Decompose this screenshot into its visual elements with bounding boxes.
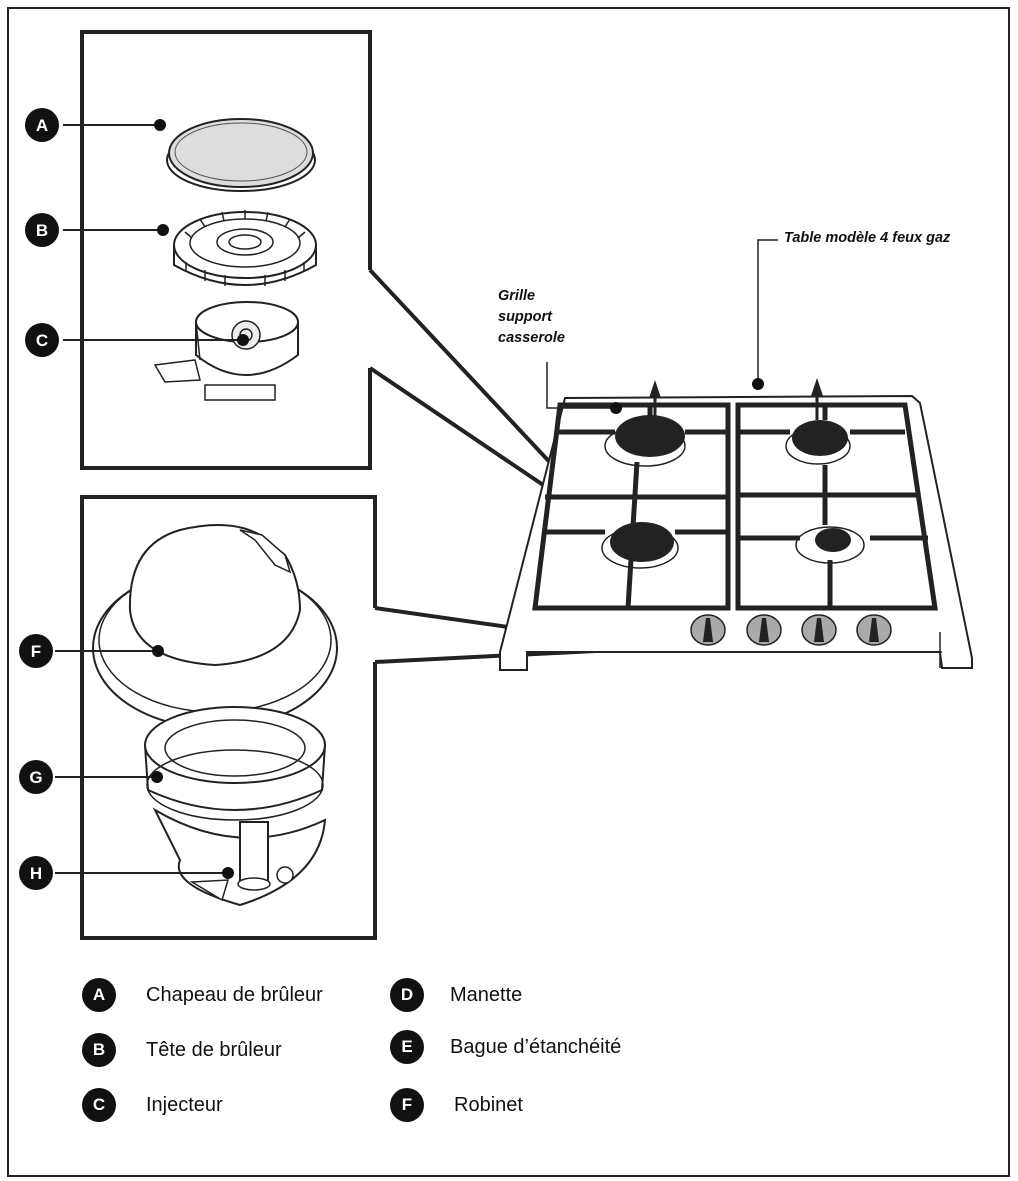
burner-detail-box xyxy=(80,30,604,522)
grille-label: Grille support casserole xyxy=(498,286,565,349)
burner-front-left xyxy=(604,415,686,467)
legend-badge-e: E xyxy=(390,1030,424,1064)
burner-back-right xyxy=(785,420,851,465)
burner-small xyxy=(795,526,865,564)
badge-f-letter: F xyxy=(31,642,41,661)
grille-label-line-3: casserole xyxy=(498,330,565,346)
burner-cap-illustration xyxy=(166,118,316,192)
badge-b-letter: B xyxy=(36,221,48,240)
badge-c-group: C xyxy=(25,323,249,357)
badge-c-letter: C xyxy=(36,331,48,350)
legend-item-b: B Tête de brûleur xyxy=(82,1033,282,1067)
legend-label-c: Injecteur xyxy=(146,1093,223,1116)
badge-f-group: F xyxy=(19,634,164,668)
burner-head-illustration xyxy=(173,210,317,286)
legend-item-a: A Chapeau de brûleur xyxy=(82,978,323,1012)
badge-a-group: A xyxy=(25,108,166,142)
badge-h-letter: H xyxy=(30,864,42,883)
badge-a xyxy=(25,108,59,142)
legend-item-d: D Manette xyxy=(390,978,522,1012)
legend-item-e: E Bague d’étanchéité xyxy=(390,1030,621,1064)
badge-c xyxy=(25,323,59,357)
legend-label-f: Robinet xyxy=(454,1093,523,1116)
badge-g-letter: G xyxy=(29,768,42,787)
knob-illustration xyxy=(92,524,338,729)
legend-label-e: Bague d’étanchéité xyxy=(450,1035,622,1058)
legend-badge-b: B xyxy=(82,1033,116,1067)
cooktop-illustration xyxy=(499,239,973,671)
legend-badge-d: D xyxy=(390,978,424,1012)
badge-b xyxy=(25,213,59,247)
badge-g xyxy=(19,760,53,794)
injector-illustration xyxy=(153,301,299,401)
grille-label-line-2: support xyxy=(498,309,552,325)
badge-h-group: H xyxy=(19,856,234,890)
badge-b-group: B xyxy=(25,213,169,247)
table-model-label: Table modèle 4 feux gaz xyxy=(784,230,951,246)
legend-label-a: Chapeau de brûleur xyxy=(146,983,323,1006)
legend-badge-a: A xyxy=(82,978,116,1012)
cooktop-knobs xyxy=(690,614,892,646)
legend-label-d: Manette xyxy=(450,983,523,1006)
legend-item-c: C Injecteur xyxy=(82,1088,223,1122)
burner-rear-left xyxy=(601,522,679,569)
page-frame xyxy=(7,7,1010,1177)
seal-ring-illustration xyxy=(144,706,326,821)
badge-f xyxy=(19,634,53,668)
grille-label-line-1: Grille xyxy=(498,288,536,304)
valve-illustration xyxy=(152,807,327,907)
badge-a-letter: A xyxy=(36,116,48,135)
legend-badge-f: F xyxy=(390,1088,424,1122)
legend-badge-c: C xyxy=(82,1088,116,1122)
badge-h xyxy=(19,856,53,890)
legend-label-b: Tête de brûleur xyxy=(146,1038,282,1061)
legend-item-f: F Robinet xyxy=(390,1088,523,1122)
badge-g-group: G xyxy=(19,760,163,794)
